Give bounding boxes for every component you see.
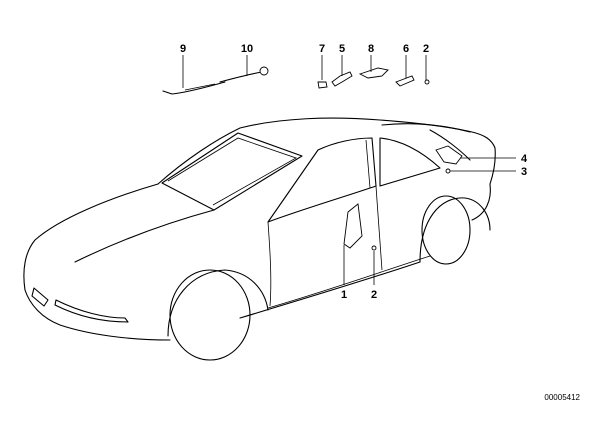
part-8-connector — [358, 67, 389, 79]
callout-2-top: 2 — [423, 43, 429, 55]
callout-labels: 9 10 7 5 8 6 2 4 3 1 2 — [180, 43, 528, 301]
part-2-screw-side — [371, 245, 377, 251]
callout-8: 8 — [368, 43, 374, 55]
car-outline — [23, 117, 496, 361]
callout-6: 6 — [403, 43, 409, 55]
callout-1: 1 — [341, 289, 347, 301]
callout-2-side: 2 — [371, 289, 377, 301]
part-9-cable — [162, 81, 226, 95]
drawing-number: 00005412 — [544, 393, 580, 402]
part-5-plug — [331, 71, 353, 87]
part-2-screw-top — [424, 79, 430, 85]
part-6-bracket — [395, 75, 415, 87]
callout-9: 9 — [180, 43, 186, 55]
callout-5: 5 — [339, 43, 345, 55]
leader-lines — [182, 55, 516, 285]
part-7-clip — [317, 81, 328, 89]
part-1-unit — [343, 203, 363, 249]
callout-3: 3 — [521, 166, 527, 178]
part-3-screw — [445, 168, 451, 174]
callout-4: 4 — [521, 153, 528, 165]
part-10-cable — [219, 66, 269, 83]
callout-10: 10 — [241, 43, 253, 55]
callout-7: 7 — [319, 43, 325, 55]
part-4-lid — [435, 145, 463, 165]
